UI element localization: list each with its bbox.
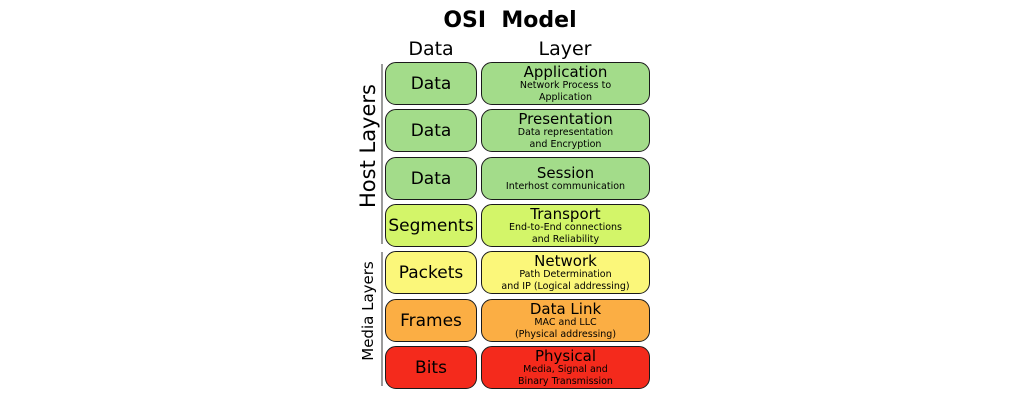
data-unit-box: Packets: [385, 251, 477, 294]
data-unit-box: Frames: [385, 299, 477, 342]
data-unit-box: Segments: [385, 204, 477, 247]
layer-name: Transport: [530, 204, 601, 223]
layer-description: and Encryption: [529, 138, 602, 150]
data-unit-box: Data: [385, 109, 477, 152]
layer-description: End-to-End connections: [509, 221, 622, 233]
layer-description: MAC and LLC: [534, 316, 597, 328]
host-layers-bracket: [381, 64, 383, 244]
data-column-header: Data: [408, 38, 454, 60]
layer-description: Application: [538, 91, 593, 103]
layer-description: Path Determination: [519, 268, 612, 280]
layer-column-header: Layer: [538, 38, 592, 60]
media-layers-bracket: [381, 252, 383, 386]
layer-description: (Physical addressing): [514, 328, 617, 340]
media-layers-label: Media Layers: [359, 261, 377, 361]
layer-description: Media, Signal and: [523, 363, 608, 375]
layer-name: Session: [536, 163, 595, 182]
layer-name: Presentation: [518, 109, 613, 128]
data-unit-box: Bits: [385, 346, 477, 389]
layer-name: Application: [523, 62, 608, 81]
layer-name: Data Link: [529, 299, 602, 318]
diagram-title: OSI Model: [443, 8, 577, 33]
layer-description: and Reliability: [531, 233, 600, 245]
layer-description: Data representation: [517, 126, 614, 138]
layer-description: Network Process to: [519, 79, 612, 91]
layer-description: and IP (Logical addressing): [501, 280, 630, 292]
host-layers-label: Host Layers: [356, 84, 380, 208]
layer-name: Physical: [534, 346, 597, 365]
layer-description: Interhost communication: [505, 180, 626, 192]
data-unit-box: Data: [385, 62, 477, 105]
data-unit-box: Data: [385, 157, 477, 200]
layer-description: Binary Transmission: [518, 375, 613, 387]
layer-name: Network: [534, 251, 597, 270]
